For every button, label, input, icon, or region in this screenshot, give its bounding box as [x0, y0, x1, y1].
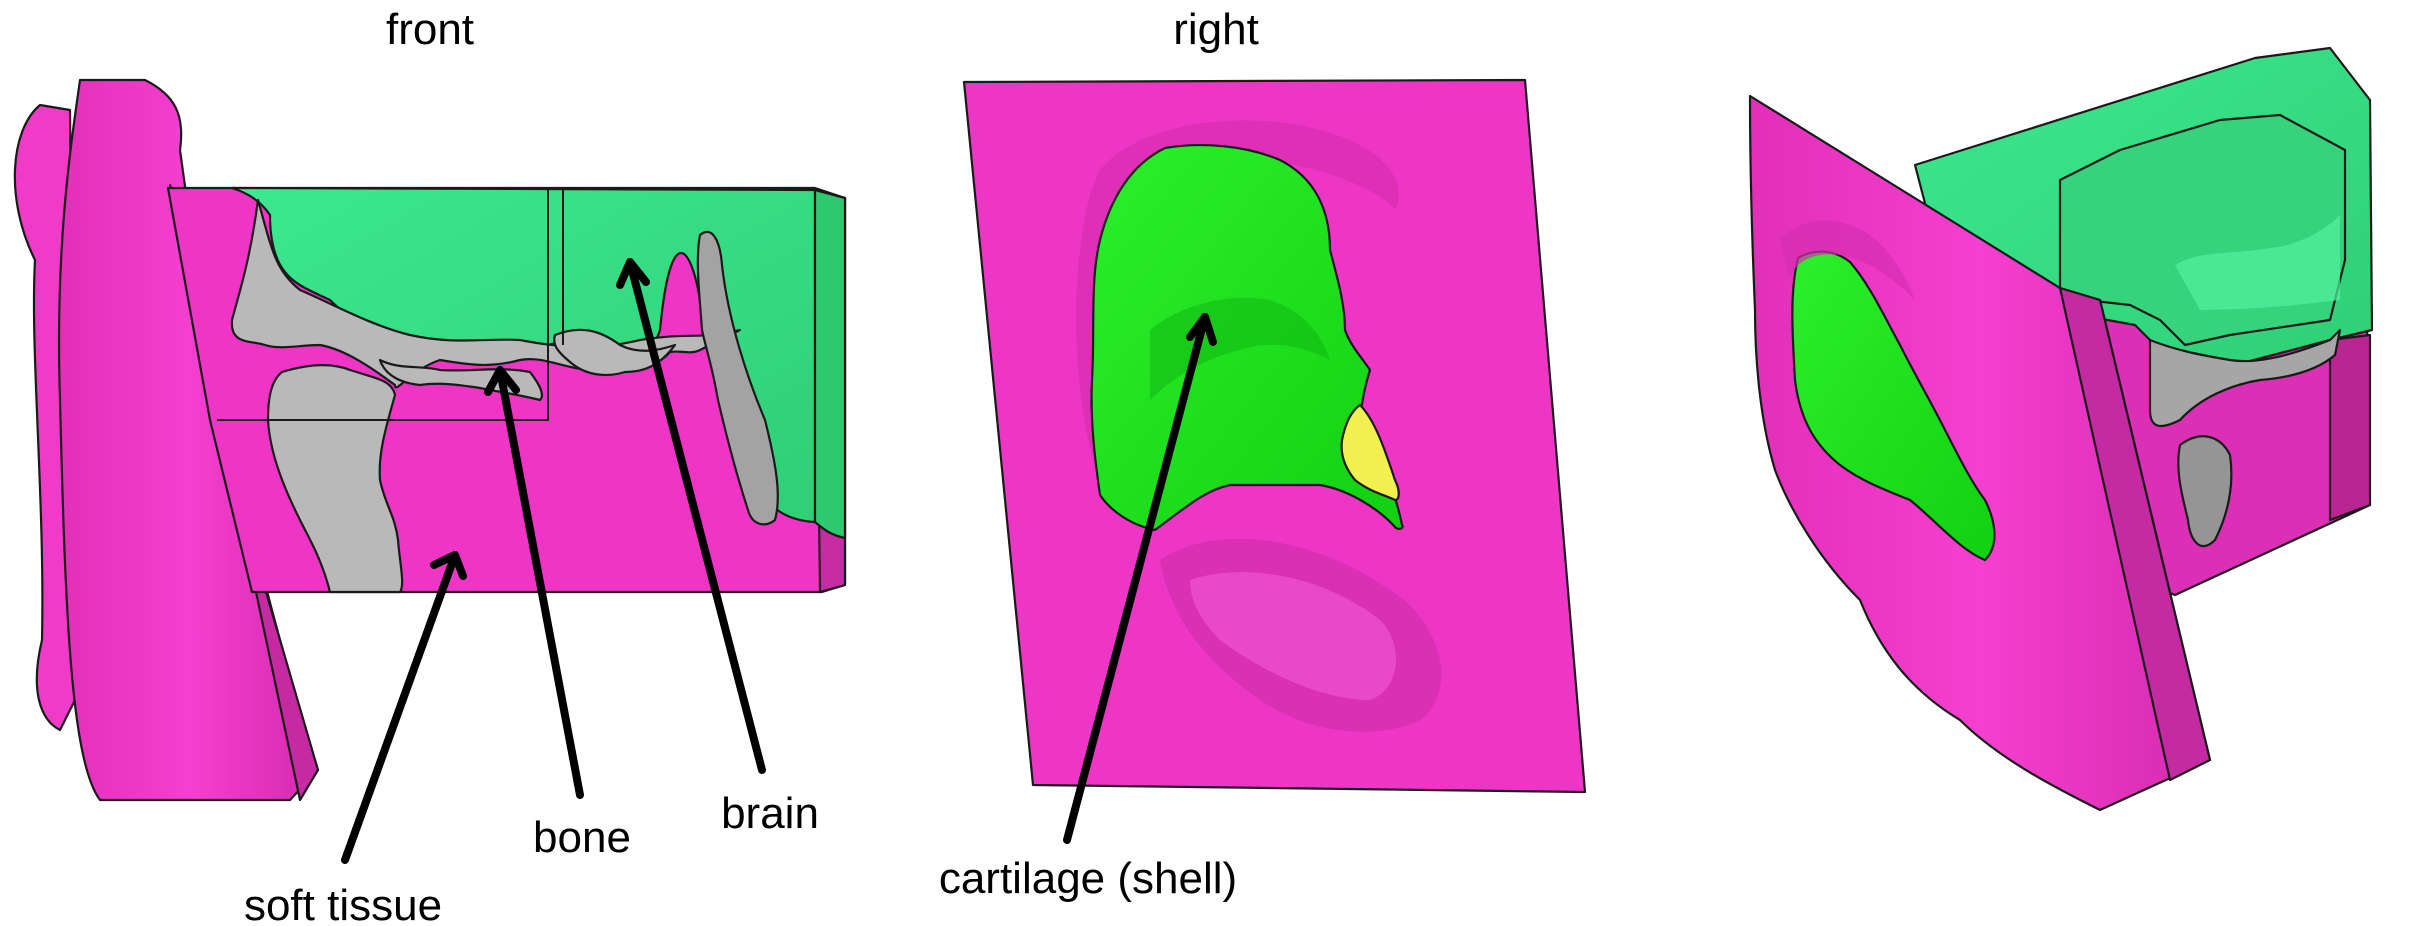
front-brain-side-face — [815, 190, 845, 538]
right-view: right — [964, 5, 1585, 792]
front-title: front — [386, 5, 474, 54]
front-view: front — [15, 5, 845, 800]
right-title: right — [1173, 5, 1259, 54]
arrow-soft-tissue — [345, 555, 455, 860]
iso-view — [1750, 48, 2372, 810]
label-soft-tissue: soft tissue — [244, 881, 442, 926]
label-brain: brain — [721, 789, 819, 838]
iso-box-right-face — [2330, 335, 2370, 520]
label-cartilage: cartilage (shell) — [939, 854, 1237, 903]
label-bone: bone — [533, 813, 631, 862]
